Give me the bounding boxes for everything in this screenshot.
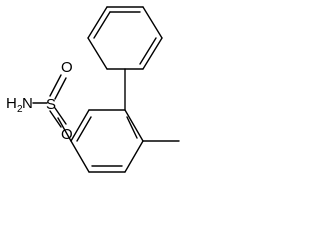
double-bond-inner: [76, 116, 92, 142]
bond: [87, 37, 108, 70]
bond: [70, 109, 90, 142]
s-o-double-bond: [49, 74, 62, 97]
bond: [124, 109, 144, 142]
tolyl-ring: [70, 109, 144, 173]
double-bond-inner: [139, 37, 157, 65]
chemical-structure-diagram: S O O H 2 N: [6, 6, 180, 173]
bond: [142, 37, 163, 70]
phenyl-ring: [87, 6, 163, 70]
double-bond-inner: [93, 11, 111, 39]
s-o-double-bond: [54, 107, 67, 125]
bond: [142, 6, 163, 39]
oxygen-top-label: O: [61, 59, 73, 76]
sulfonamide-group: S O O H 2 N: [6, 59, 73, 143]
amine-n-label: N: [22, 95, 33, 112]
s-o-double-bond: [54, 77, 67, 100]
amine-subscript-label: 2: [17, 104, 23, 115]
c-s-bond: [57, 117, 72, 142]
amine-h-label: H: [6, 95, 17, 112]
oxygen-bottom-label: O: [61, 126, 73, 143]
bond: [87, 6, 108, 39]
sulfur-label: S: [46, 96, 56, 113]
double-bond-inner: [126, 116, 138, 139]
bond: [70, 140, 90, 173]
bond: [124, 140, 144, 173]
s-o-double-bond: [49, 110, 62, 128]
